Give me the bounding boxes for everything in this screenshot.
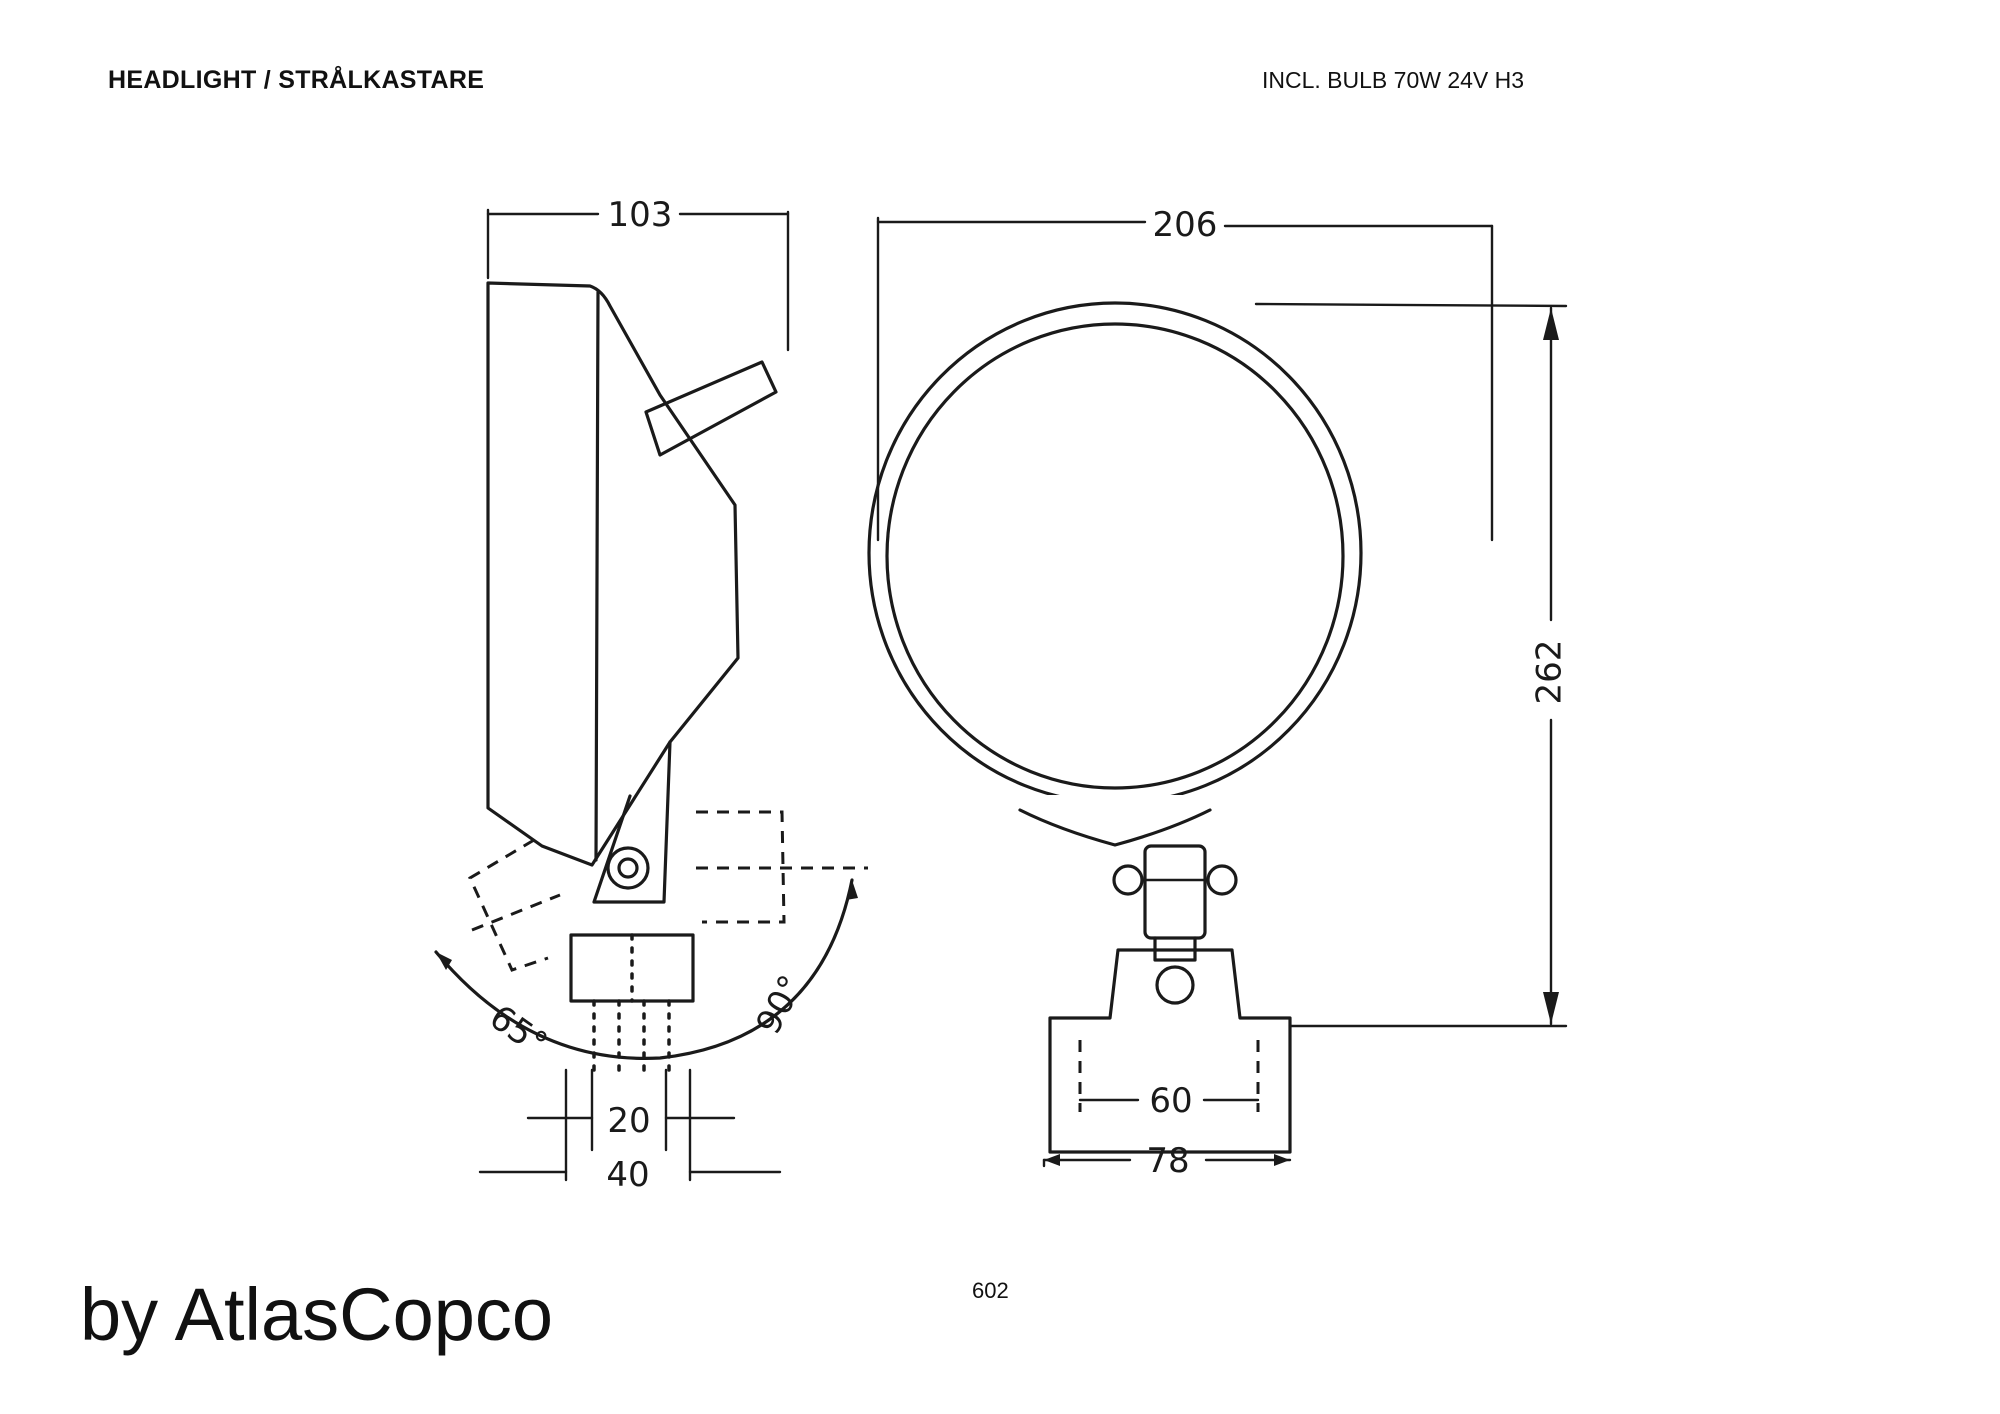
page-number: 602 xyxy=(972,1278,1009,1303)
dimension-front-width: 206 xyxy=(1153,205,1218,245)
brand-credit: by AtlasCopco xyxy=(80,1273,554,1356)
bulb-specification: INCL. BULB 70W 24V H3 xyxy=(1262,67,1525,93)
dimension-front-height: 262 xyxy=(1530,640,1570,705)
page-title: HEADLIGHT / STRÅLKASTARE xyxy=(108,66,485,94)
angle-tilt-forward: 90° xyxy=(748,969,812,1041)
dimension-bracket-outer: 78 xyxy=(1146,1141,1189,1181)
dimension-side-depth: 103 xyxy=(608,195,673,235)
front-view xyxy=(867,216,1568,1168)
side-view xyxy=(434,208,868,1182)
dimension-bracket-inner: 60 xyxy=(1149,1081,1192,1121)
dimension-mount-outer: 40 xyxy=(606,1155,649,1195)
dimension-mount-inner: 20 xyxy=(607,1101,650,1141)
